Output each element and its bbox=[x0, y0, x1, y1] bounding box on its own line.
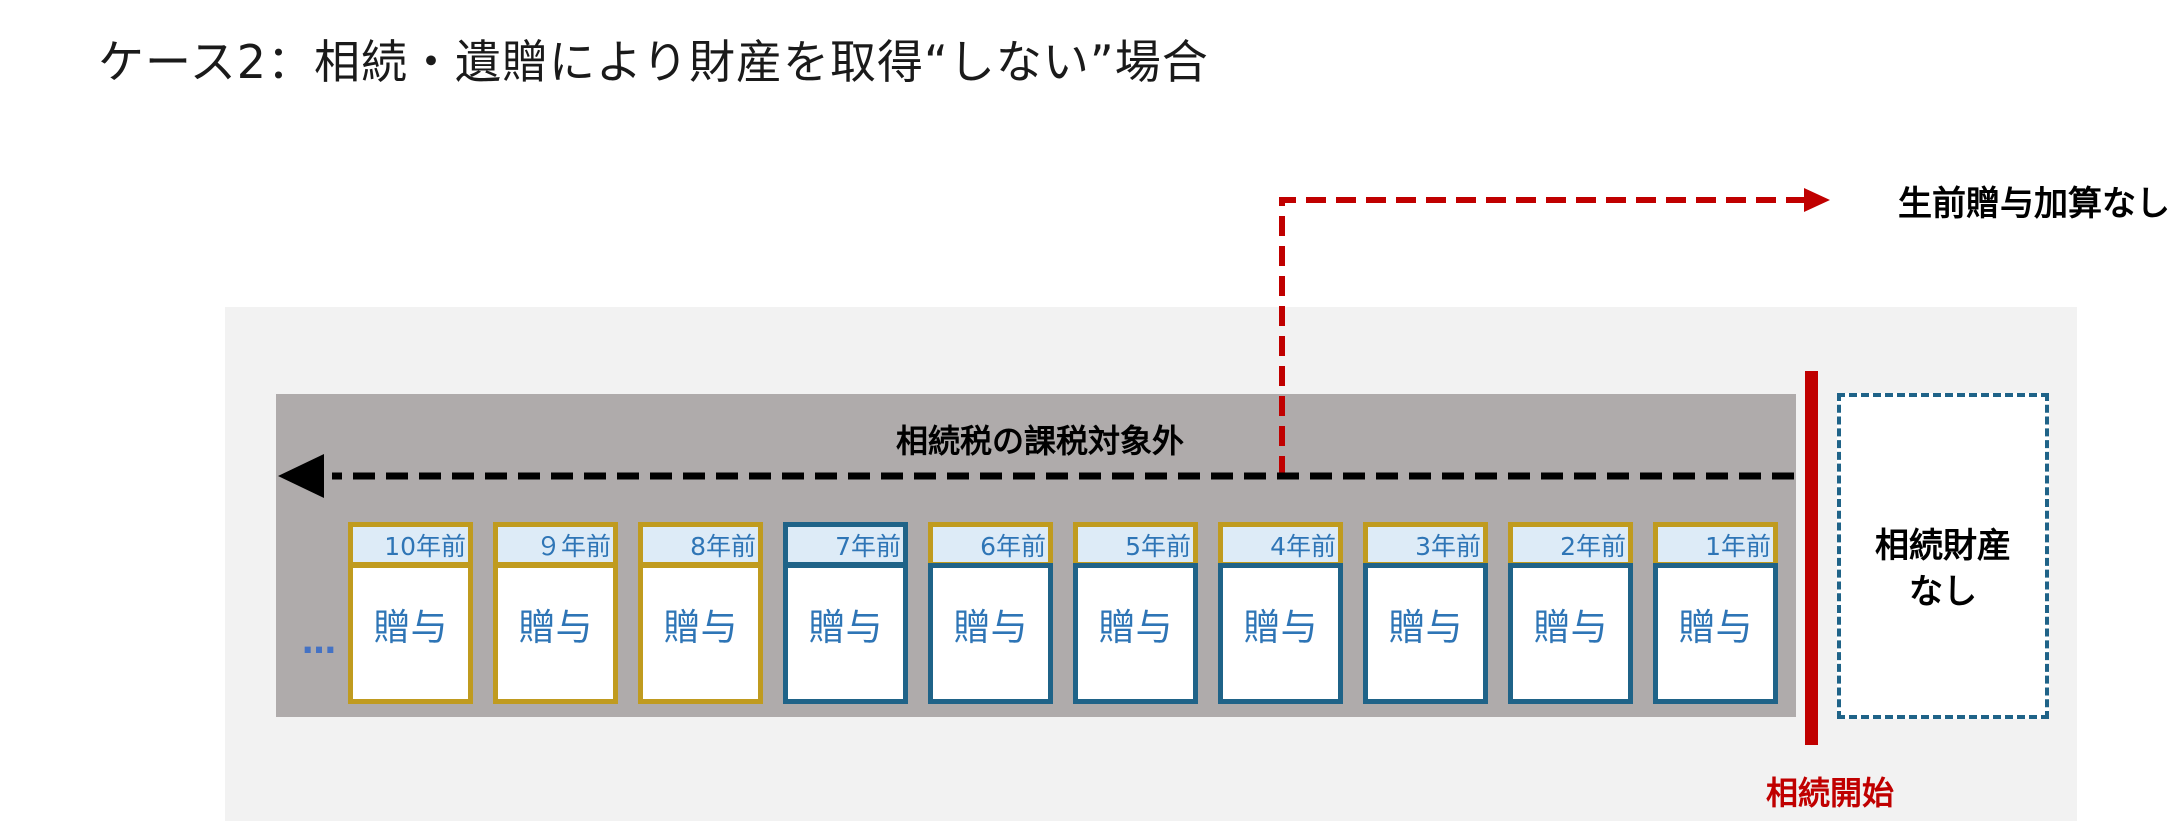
no-estate-box: 相続財産 なし bbox=[1837, 393, 2049, 719]
gift-year: ９年前 bbox=[493, 522, 618, 567]
gift-label: 贈与 bbox=[638, 563, 763, 704]
no-estate-line1: 相続財産 bbox=[1875, 526, 2011, 566]
ellipsis: … bbox=[302, 622, 336, 662]
gift-label: 贈与 bbox=[1653, 563, 1778, 704]
gift-year: 2年前 bbox=[1508, 522, 1633, 567]
gift-label: 贈与 bbox=[1218, 563, 1343, 704]
red-dashed-route bbox=[1279, 197, 1804, 476]
gift-year: 10年前 bbox=[348, 522, 473, 567]
gift-box-2: 2年前 贈与 bbox=[1508, 522, 1633, 704]
gift-year: 8年前 bbox=[638, 522, 763, 567]
gift-year: 7年前 bbox=[783, 522, 908, 567]
page-title: ケース2：相続・遺贈により財産を取得“しない”場合 bbox=[98, 35, 1209, 89]
gift-box-9: ９年前 贈与 bbox=[493, 522, 618, 704]
no-pre-gift-addition-label: 生前贈与加算なし bbox=[1898, 184, 2170, 224]
red-arrowhead bbox=[1804, 188, 1830, 212]
gift-label: 贈与 bbox=[928, 563, 1053, 704]
gift-label: 贈与 bbox=[1508, 563, 1633, 704]
inheritance-start-line bbox=[1805, 371, 1818, 745]
gift-year: 3年前 bbox=[1363, 522, 1488, 567]
gift-box-6: 6年前 贈与 bbox=[928, 522, 1053, 704]
gift-year: 1年前 bbox=[1653, 522, 1778, 567]
gift-label: 贈与 bbox=[1073, 563, 1198, 704]
gift-box-1: 1年前 贈与 bbox=[1653, 522, 1778, 704]
gift-box-3: 3年前 贈与 bbox=[1363, 522, 1488, 704]
gift-box-4: 4年前 贈与 bbox=[1218, 522, 1343, 704]
gift-label: 贈与 bbox=[348, 563, 473, 704]
inheritance-start-label: 相続開始 bbox=[1765, 774, 1894, 812]
gift-label: 贈与 bbox=[493, 563, 618, 704]
gift-label: 贈与 bbox=[1363, 563, 1488, 704]
gift-box-7: 7年前 贈与 bbox=[783, 522, 908, 704]
gift-box-5: 5年前 贈与 bbox=[1073, 522, 1198, 704]
black-arrowhead bbox=[278, 454, 324, 498]
no-estate-line2: なし bbox=[1909, 572, 1977, 612]
gift-year: 6年前 bbox=[928, 522, 1053, 567]
gift-box-10: 10年前 贈与 bbox=[348, 522, 473, 704]
out-of-scope-label: 相続税の課税対象外 bbox=[895, 422, 1184, 460]
no-estate-text: 相続財産 なし bbox=[1841, 523, 2045, 615]
gift-label: 贈与 bbox=[783, 563, 908, 704]
gift-year: 5年前 bbox=[1073, 522, 1198, 567]
gift-box-8: 8年前 贈与 bbox=[638, 522, 763, 704]
gift-year: 4年前 bbox=[1218, 522, 1343, 567]
